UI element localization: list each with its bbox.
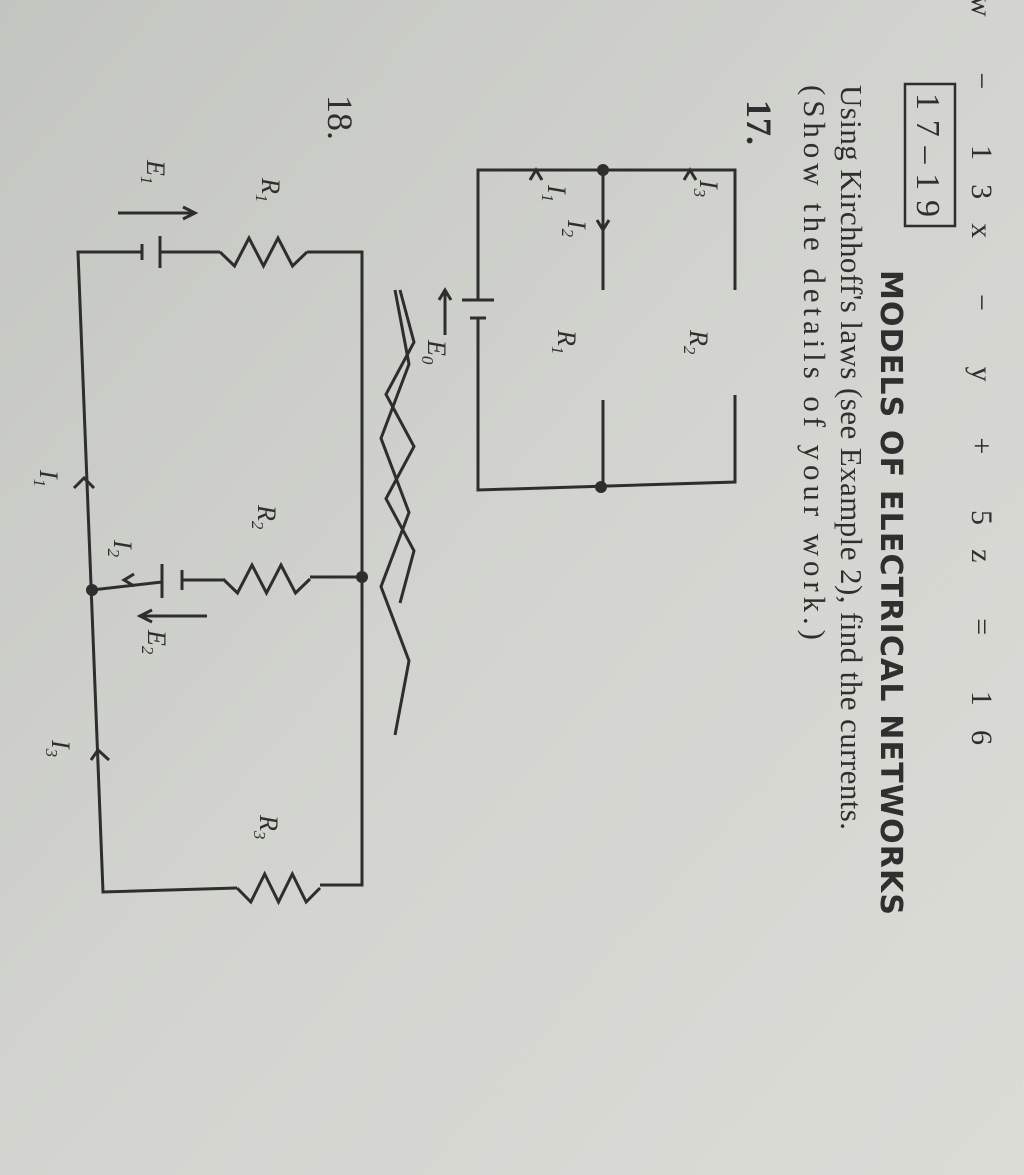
wire bbox=[307, 250, 364, 887]
arrow-i3-icon bbox=[89, 747, 111, 762]
junction-dot bbox=[356, 571, 368, 583]
section-heading: MODELS OF ELECTRICAL NETWORKS bbox=[873, 270, 908, 915]
resistor-r2 bbox=[379, 289, 411, 736]
label-i1: I1 bbox=[30, 469, 63, 487]
junction-dot bbox=[595, 481, 607, 493]
arrow-i2-icon bbox=[121, 572, 135, 588]
problem-18-number: 18. bbox=[320, 95, 360, 140]
arrow-i3-icon bbox=[682, 167, 698, 181]
label-r2: R2 bbox=[248, 504, 281, 530]
circuit-17: I3 I1 I2 R2 R1 E0 bbox=[379, 164, 737, 736]
label-i3: I3 bbox=[42, 739, 75, 757]
junction-dot bbox=[86, 584, 98, 596]
problem-17-number: 17. bbox=[739, 100, 779, 145]
resistor-r3 bbox=[235, 870, 322, 906]
label-i2: I2 bbox=[558, 219, 591, 238]
label-r2: R2 bbox=[680, 329, 713, 355]
arrow-e0-icon bbox=[437, 287, 453, 301]
resistor-r2 bbox=[221, 561, 312, 597]
label-i1: I1 bbox=[538, 184, 571, 202]
label-r1: R1 bbox=[548, 329, 581, 354]
wire bbox=[91, 580, 163, 592]
label-e2: E2 bbox=[138, 629, 171, 655]
resistor-r1 bbox=[218, 234, 309, 270]
arrow-i1-icon bbox=[528, 167, 544, 181]
instruction-line-1: Using Kirchhoff's laws (see Example 2), … bbox=[834, 85, 869, 830]
arrow-i1-icon bbox=[72, 475, 96, 490]
resistor-r1 bbox=[384, 289, 416, 604]
label-e1: E1 bbox=[137, 159, 170, 184]
wire bbox=[76, 250, 238, 894]
arrow-e2-icon bbox=[136, 608, 153, 624]
arrow-e1-icon bbox=[182, 205, 199, 221]
label-r1: R1 bbox=[252, 177, 285, 202]
arrow-i2-icon bbox=[595, 219, 611, 233]
section-box bbox=[903, 82, 957, 228]
label-e0: E0 bbox=[418, 339, 451, 365]
circuit-18: R1 R2 R3 E1 E2 I2 I1 I3 bbox=[30, 159, 368, 906]
label-r3: R3 bbox=[250, 814, 283, 839]
label-i3: I3 bbox=[690, 179, 723, 197]
label-i2: I2 bbox=[104, 539, 137, 558]
junction-dot bbox=[597, 164, 609, 176]
